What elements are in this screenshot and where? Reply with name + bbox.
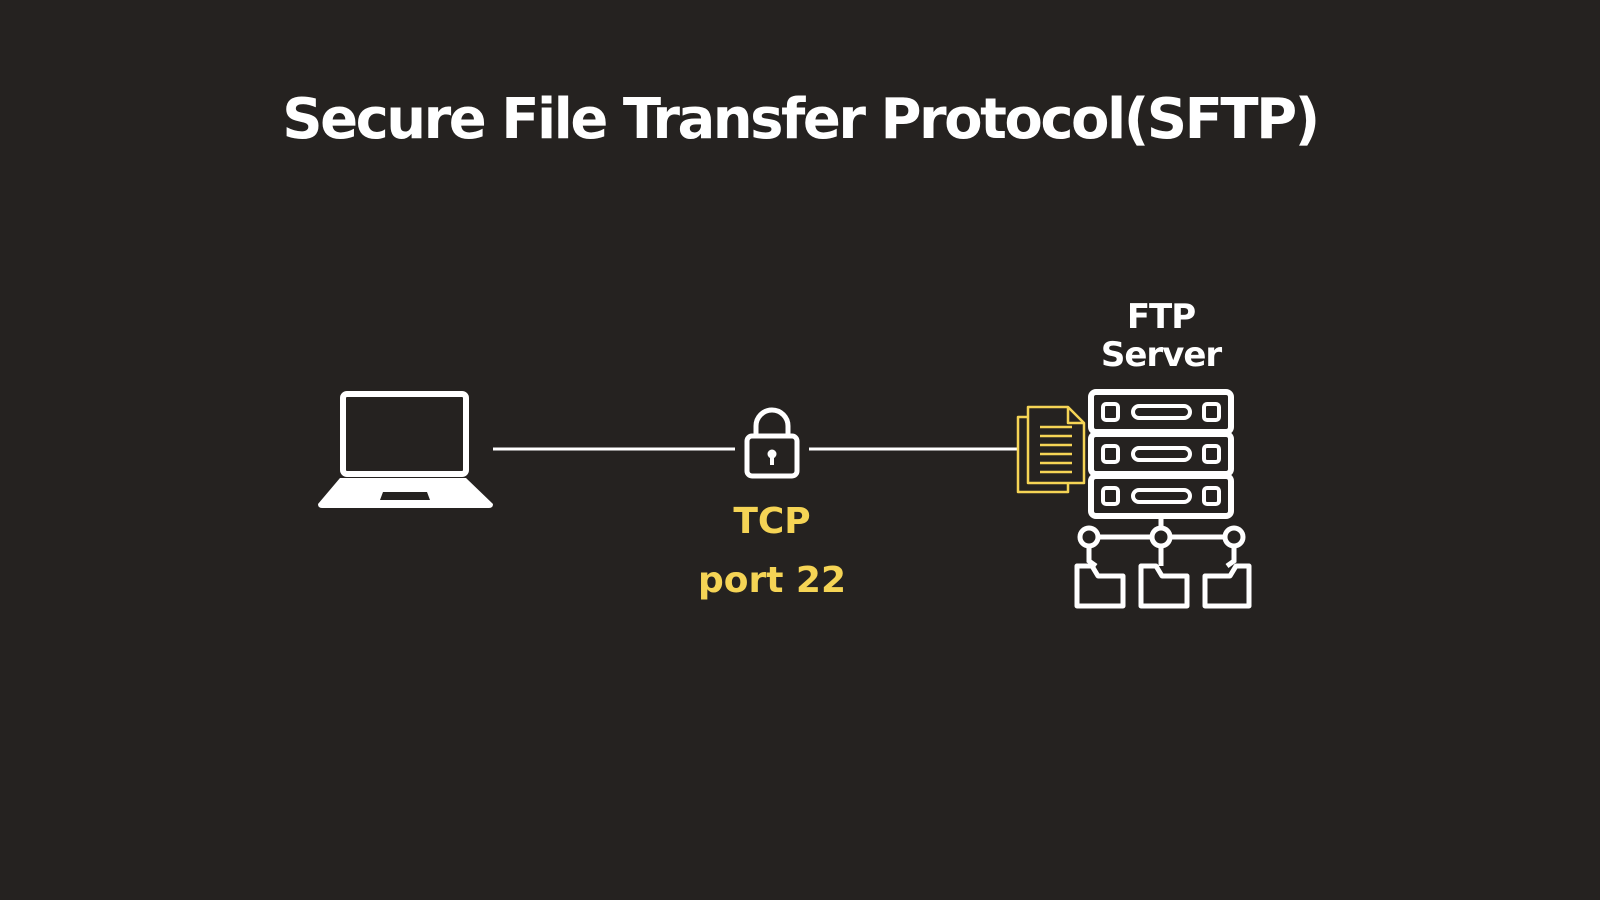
page-title: Secure File Transfer Protocol(SFTP) xyxy=(282,87,1317,152)
folder-icon xyxy=(1074,563,1126,609)
padlock-icon xyxy=(744,407,800,479)
laptop-icon xyxy=(318,391,493,508)
network-tree xyxy=(1077,516,1246,569)
server-rack-icon xyxy=(1088,389,1234,519)
protocol-label: TCP xyxy=(733,501,810,542)
documents-icon xyxy=(1016,405,1086,494)
folder-icon xyxy=(1138,563,1190,609)
folder-icon xyxy=(1202,563,1252,609)
port-label: port 22 xyxy=(698,560,846,601)
server-label-line2: Server xyxy=(1101,335,1223,375)
server-label-line1: FTP xyxy=(1127,297,1195,337)
